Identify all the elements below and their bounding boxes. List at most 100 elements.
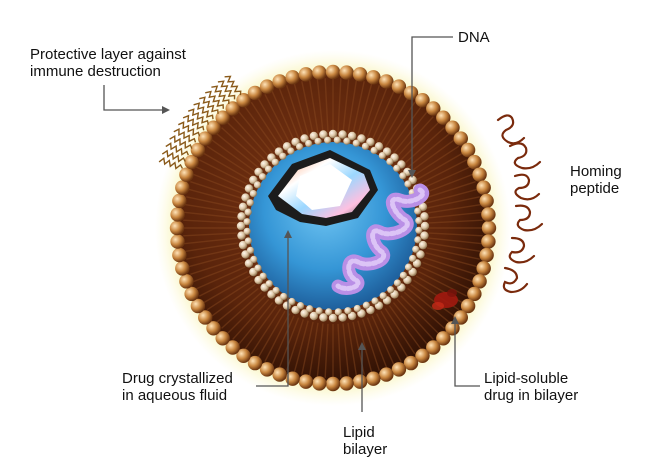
lipid-tail bbox=[388, 305, 422, 350]
outer-lipid-head bbox=[259, 79, 275, 94]
peg-strand bbox=[187, 108, 209, 125]
outer-lipid-head bbox=[460, 142, 476, 158]
inner-lipid-head bbox=[393, 279, 402, 287]
lipid-tail bbox=[418, 270, 467, 297]
lipid-tail bbox=[278, 87, 300, 139]
lipid-soluble-drug bbox=[432, 289, 458, 310]
lipid-tail bbox=[324, 78, 329, 133]
peg-strand bbox=[161, 149, 186, 163]
lipid-tail bbox=[232, 116, 270, 158]
inner-lipid-head bbox=[250, 255, 258, 263]
inner-lipid-head bbox=[371, 297, 379, 305]
lipid-tail bbox=[352, 81, 365, 135]
lipid-tail bbox=[357, 82, 373, 136]
lipid-tail bbox=[186, 247, 240, 260]
outer-lipid-head bbox=[481, 234, 496, 249]
inner-lipid-head bbox=[254, 264, 262, 272]
lipid-tail bbox=[424, 180, 476, 200]
outer-lipid-head bbox=[391, 362, 407, 377]
inner-lipid-head bbox=[279, 152, 287, 160]
lipid-tail bbox=[388, 106, 422, 151]
outer-lipid-head bbox=[259, 362, 275, 377]
inner-lipid-head bbox=[343, 137, 351, 145]
outer-lipid-head bbox=[476, 180, 491, 195]
outer-lipid-head bbox=[247, 355, 263, 371]
lipid-tail bbox=[211, 139, 256, 173]
label-protective-line1: Protective layer against bbox=[30, 46, 186, 63]
outer-lipid-head bbox=[460, 298, 476, 314]
outer-lipid-head bbox=[172, 193, 187, 209]
outer-lipid-head bbox=[215, 110, 230, 125]
lipid-tail bbox=[184, 242, 239, 253]
label-dna: DNA bbox=[458, 29, 490, 46]
lipid-tail bbox=[244, 106, 278, 151]
outer-lipid-head bbox=[272, 74, 287, 89]
inner-lipid-head bbox=[344, 307, 352, 315]
lipid-tail bbox=[206, 145, 253, 177]
lipid-tail bbox=[337, 323, 342, 378]
lipid-tail bbox=[308, 79, 319, 134]
outer-lipid-head bbox=[366, 70, 381, 85]
lipid-tail bbox=[244, 305, 278, 350]
inner-lipid-head bbox=[296, 302, 305, 310]
label-protective-layer: Protective layer against immune destruct… bbox=[30, 46, 186, 80]
lipid-tail bbox=[428, 211, 483, 219]
outer-lipid-head bbox=[236, 348, 251, 363]
inner-lipid-head bbox=[412, 259, 422, 268]
inner-lipid-head bbox=[404, 263, 413, 271]
inner-lipid-head bbox=[246, 199, 254, 207]
label-dna-text: DNA bbox=[458, 29, 490, 46]
lipid-tail bbox=[238, 302, 274, 346]
inner-lipid-head bbox=[265, 280, 273, 288]
lipid-tail bbox=[361, 319, 381, 371]
lipid-tail bbox=[221, 127, 263, 165]
lipid-tail bbox=[187, 252, 241, 268]
lipid-tail bbox=[250, 308, 282, 355]
outer-lipid-head bbox=[225, 101, 240, 116]
lipid-tail bbox=[407, 133, 451, 169]
lipid-tail bbox=[187, 188, 241, 204]
lipid-tail bbox=[347, 79, 358, 134]
inner-lipid-head bbox=[333, 136, 341, 144]
lipid-tail bbox=[215, 287, 259, 323]
inner-lipid-head bbox=[361, 142, 370, 150]
outer-lipid-head bbox=[415, 93, 430, 108]
inner-lipid-head bbox=[237, 231, 246, 240]
label-lipid-bilayer: Lipid bilayer bbox=[343, 424, 387, 458]
lipid-tail bbox=[301, 321, 314, 375]
outer-lipid-head bbox=[225, 340, 240, 355]
outer-lipid-head bbox=[445, 120, 460, 135]
inner-lipid-head bbox=[258, 173, 267, 181]
lipid-tail bbox=[192, 261, 244, 283]
inner-lipid-head bbox=[338, 130, 347, 139]
lipid-tail bbox=[418, 159, 467, 186]
inner-lipid-head bbox=[314, 137, 322, 145]
inner-lipid-head bbox=[414, 207, 422, 215]
lipid-tail bbox=[400, 295, 440, 335]
inner-lipid-head bbox=[412, 245, 420, 253]
inner-lipid-head bbox=[324, 136, 332, 144]
lipid-tail bbox=[192, 173, 244, 195]
outer-lipid-head bbox=[175, 180, 190, 195]
outer-lipid-head bbox=[190, 298, 206, 314]
outer-lipid-head bbox=[215, 331, 230, 346]
inner-lipid-head bbox=[287, 147, 295, 155]
lipid-tail bbox=[366, 87, 388, 139]
inner-lipid-head bbox=[264, 165, 273, 173]
inner-lipid-head bbox=[415, 217, 423, 225]
lipid-tail bbox=[380, 97, 409, 146]
label-homing-line1: Homing bbox=[570, 163, 622, 180]
lipid-tail bbox=[202, 152, 251, 181]
outer-lipid-head bbox=[172, 247, 187, 263]
lipid-tail bbox=[403, 291, 445, 329]
outer-lipid-head bbox=[298, 67, 314, 82]
outer-lipid-head bbox=[379, 367, 394, 382]
lipid-tail bbox=[384, 101, 416, 148]
outer-lipid-head bbox=[179, 274, 194, 289]
lipid-tail bbox=[183, 219, 238, 224]
inner-lipid-head bbox=[309, 311, 319, 321]
outer-lipid-head bbox=[184, 286, 199, 302]
outer-lipid-head bbox=[472, 167, 487, 182]
outer-lipid-head bbox=[391, 79, 407, 94]
